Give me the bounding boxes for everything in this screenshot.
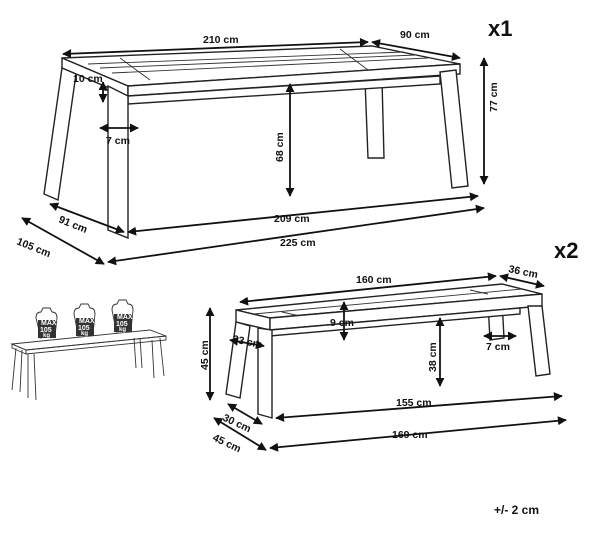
tolerance-note: +/- 2 cm: [494, 503, 539, 517]
weight-1-label-value: 105: [40, 327, 52, 334]
bench-label-outer-depth: 45 cm: [211, 432, 243, 455]
table-far-right-leg: [364, 79, 385, 159]
table-label-outer-depth: 105 cm: [15, 236, 53, 260]
table-dim-outer-length: [107, 204, 485, 266]
table-label-height: 77 cm: [488, 82, 500, 112]
bench-label-outer-length: 169 cm: [392, 429, 428, 441]
table-label-top-thickness: 10 cm: [73, 73, 103, 85]
weight-2-label-max: MAX: [79, 318, 95, 325]
table-label-inner-length: 209 cm: [274, 213, 310, 225]
bench-quantity: x2: [554, 238, 578, 263]
table-label-depth-top: 90 cm: [400, 29, 430, 41]
bench-front-right-leg: [527, 305, 551, 377]
bench-label-length-top: 160 cm: [356, 274, 392, 286]
weight-1-label-unit: kg: [43, 333, 50, 339]
bench-dim-depth-top: [499, 273, 545, 289]
table-dim-outer-depth: [21, 217, 105, 265]
table-label-outer-length: 225 cm: [280, 237, 316, 249]
weight-3-label-value: 105: [116, 321, 128, 328]
table-drawing: 210 cm 90 cm 77 cm 10 cm 7 cm 68 cm 91 c…: [15, 16, 512, 266]
table-front-left-leg: [43, 66, 77, 202]
table-front-right-leg: [439, 69, 469, 189]
weight-3: MAX 105 kg: [111, 299, 134, 333]
weight-2-label-value: 105: [78, 325, 90, 332]
weight-1: MAX 105 kg: [35, 307, 58, 339]
bench-dim-leg-depth: [229, 336, 265, 350]
bench-label-height: 45 cm: [199, 340, 211, 370]
table-label-clearance: 68 cm: [274, 132, 286, 162]
bench-dim-inner-length: [275, 392, 563, 422]
table-dim-length-top: [62, 37, 369, 59]
load-illustration: MAX 105 kg MAX 105 kg MAX 105 kg: [10, 299, 167, 401]
bench-dim-outer-length: [269, 416, 567, 452]
bench-label-leg-width: 7 cm: [486, 341, 510, 353]
table-label-leg-width: 7 cm: [106, 135, 130, 147]
bench-dim-length-top: [239, 272, 497, 306]
weight-2-label-unit: kg: [81, 331, 88, 337]
weight-2: MAX 105 kg: [73, 303, 96, 337]
bench-label-clearance: 38 cm: [427, 342, 439, 372]
table-label-length-top: 210 cm: [203, 34, 239, 46]
weight-3-label-unit: kg: [119, 327, 126, 333]
table-top-front-edge: [127, 63, 461, 97]
bench-drawing: 160 cm 36 cm 45 cm 9 cm 23 cm 38 cm 7 cm…: [199, 238, 578, 455]
weight-3-label-max: MAX: [117, 314, 133, 321]
weight-1-label-max: MAX: [41, 320, 57, 327]
bench-label-top-thickness: 9 cm: [330, 317, 354, 329]
table-front-mid-leg: [107, 84, 129, 240]
bench-dim-outer-depth: [213, 417, 267, 451]
table-dim-depth-top: [371, 39, 461, 61]
table-quantity: x1: [488, 16, 512, 41]
bench-label-inner-length: 155 cm: [396, 397, 432, 409]
